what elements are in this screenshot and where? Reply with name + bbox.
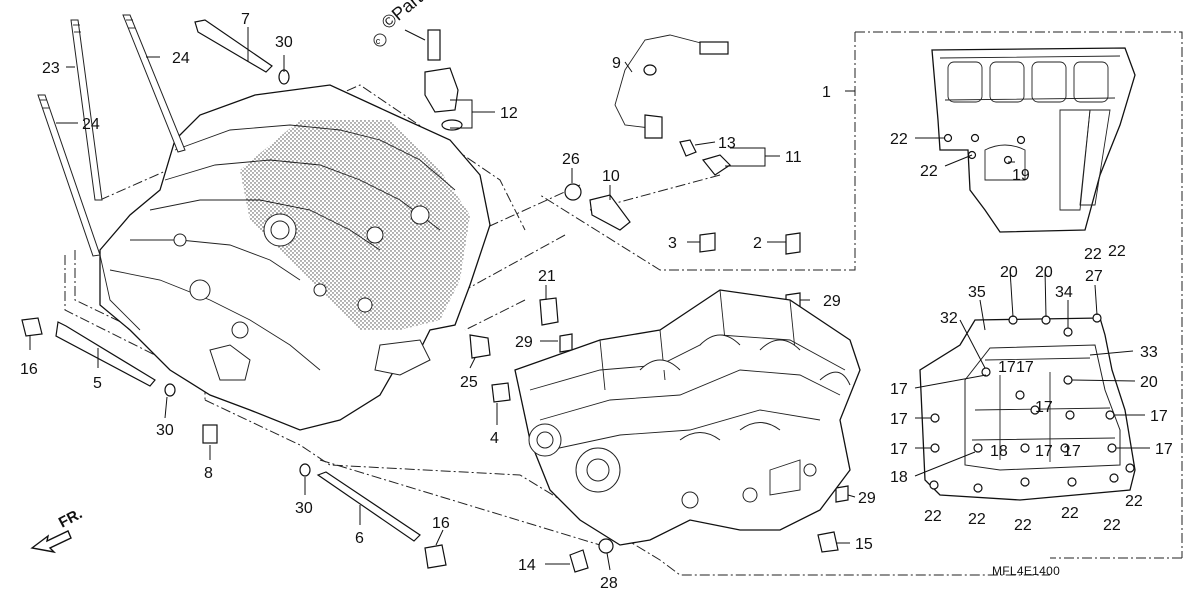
callout-30-top: 30: [275, 34, 293, 51]
callout-10: 10: [602, 168, 620, 185]
callout-19: 19: [1012, 167, 1030, 184]
front-direction-arrow: FR.: [30, 505, 85, 554]
callout-16-bottom: 16: [432, 515, 450, 532]
oil-pan: [919, 313, 1136, 501]
callout-17-e: 17: [1035, 399, 1053, 416]
callout-14: 14: [518, 557, 536, 574]
callout-5: 5: [93, 375, 102, 392]
sensor-12: [424, 29, 463, 131]
dowel-8: [202, 424, 218, 444]
watermark-text: ©Partz: [378, 0, 433, 33]
callout-15: 15: [855, 536, 873, 553]
callout-17-b: 17: [890, 411, 908, 428]
callout-17-g: 17: [1063, 443, 1081, 460]
callout-25: 25: [460, 374, 478, 391]
callout-11: 11: [785, 149, 802, 166]
callout-7: 7: [241, 11, 250, 28]
callout-4: 4: [490, 430, 499, 447]
callout-17-i: 17: [1155, 441, 1173, 458]
callout-17-a: 17: [890, 381, 908, 398]
svg-text:c: c: [376, 36, 381, 46]
callout-24-a: 24: [172, 50, 190, 67]
callout-24-b: 24: [82, 116, 100, 133]
callout-22-j: 22: [1108, 243, 1126, 260]
gasket-1: [931, 47, 1136, 233]
callout-29-b: 29: [515, 334, 533, 351]
callout-22-d: 22: [924, 508, 942, 525]
callout-34: 34: [1055, 284, 1073, 301]
sensor-9: [614, 34, 729, 139]
callout-29-a: 29: [823, 293, 841, 310]
callout-30-left: 30: [156, 422, 174, 439]
callout-17-j: 17: [998, 359, 1016, 376]
callout-22-b: 22: [920, 163, 938, 180]
callout-22-f: 22: [1014, 517, 1032, 534]
callout-18-b: 18: [990, 443, 1008, 460]
crankcase-studs: [37, 14, 186, 257]
callout-labels: 1 2 3 4 5 6 7 8 9 10 11 12 13 14 15 16 1…: [20, 11, 1173, 592]
callout-16-left: 16: [20, 361, 38, 378]
bolts-14-15-28: [569, 531, 839, 573]
callout-22-h: 22: [1103, 517, 1121, 534]
plugs: [469, 297, 559, 403]
callout-3: 3: [668, 235, 677, 252]
callout-13: 13: [718, 135, 736, 152]
callout-17-d: 17: [1016, 359, 1034, 376]
callout-33: 33: [1140, 344, 1158, 361]
switch-11: [679, 139, 731, 176]
callout-17-f: 17: [1035, 443, 1053, 460]
callout-18-a: 18: [890, 469, 908, 486]
bolt-5: [21, 317, 176, 397]
callout-17-h: 17: [1150, 408, 1168, 425]
callout-6: 6: [355, 530, 364, 547]
bolt-7: [194, 19, 290, 85]
callout-9: 9: [612, 55, 621, 72]
upper-crankcase: [99, 84, 491, 431]
leader-lines: [29, 27, 1150, 571]
callout-17-c: 17: [890, 441, 908, 458]
callout-12: 12: [500, 105, 518, 122]
front-label: FR.: [56, 505, 85, 531]
callout-1: 1: [822, 84, 831, 101]
callout-22-e: 22: [968, 511, 986, 528]
callout-8: 8: [204, 465, 213, 482]
callout-29-c: 29: [858, 490, 876, 507]
callout-22-g: 22: [1061, 505, 1079, 522]
callout-30-bottom: 30: [295, 500, 313, 517]
callout-22-c: 22: [1084, 246, 1102, 263]
callout-32: 32: [940, 310, 958, 327]
callout-22-a: 22: [890, 131, 908, 148]
callout-35: 35: [968, 284, 986, 301]
callout-21: 21: [538, 268, 556, 285]
callout-20-b: 20: [1035, 264, 1053, 281]
lower-crankcase: [514, 289, 861, 546]
callout-27: 27: [1085, 268, 1103, 285]
callout-23: 23: [42, 60, 60, 77]
sensor-10: [564, 183, 631, 231]
callout-20-c: 20: [1140, 374, 1158, 391]
bolt-6: [299, 463, 447, 569]
diagram-code: MFL4E1400: [992, 564, 1060, 578]
callout-22-i: 22: [1125, 493, 1143, 510]
callout-2: 2: [753, 235, 762, 252]
callout-26: 26: [562, 151, 580, 168]
callout-20-a: 20: [1000, 264, 1018, 281]
callout-28: 28: [600, 575, 618, 592]
